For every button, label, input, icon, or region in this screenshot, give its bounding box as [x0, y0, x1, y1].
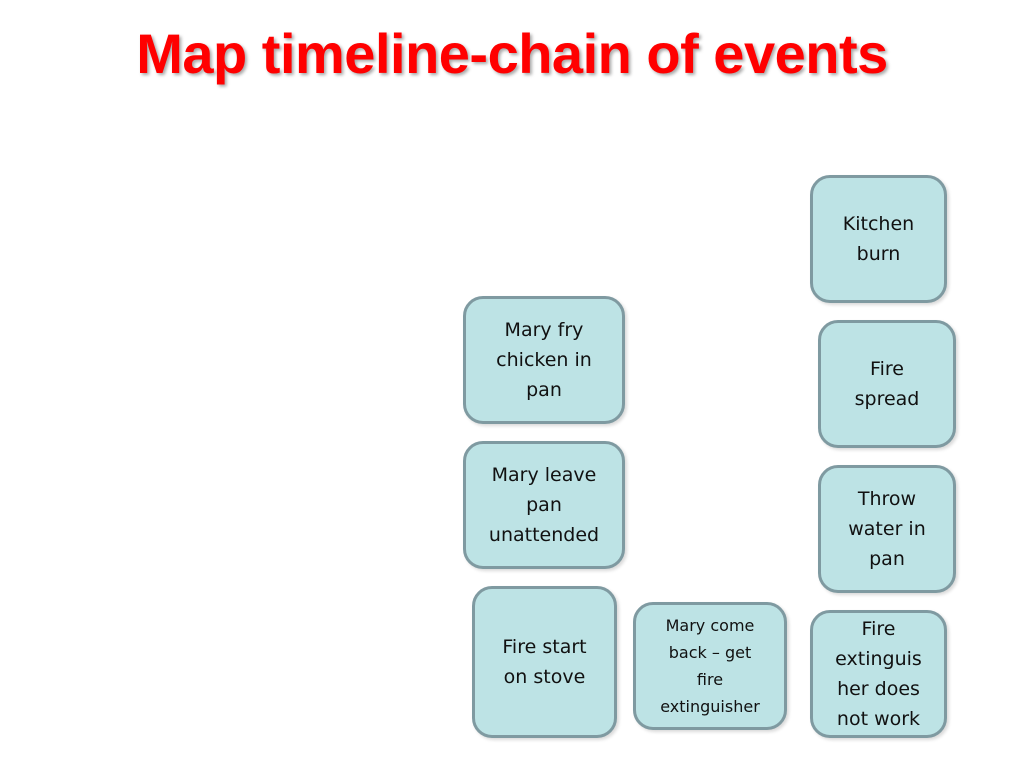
event-line: extinguis	[835, 648, 922, 670]
slide-title: Map timeline-chain of events	[136, 22, 888, 85]
event-line: pan	[526, 379, 562, 401]
event-line: pan	[869, 548, 905, 570]
event-box-mary-fry: Mary fry chicken in pan	[463, 296, 625, 424]
event-box-extinguisher-fail: Fire extinguis her does not work	[810, 610, 947, 738]
event-line: unattended	[488, 524, 600, 546]
event-box-mary-come-back: Mary come back – get fire extinguisher	[633, 602, 787, 730]
event-line: burn	[856, 243, 901, 265]
event-line: Kitchen	[842, 213, 915, 235]
event-line: chicken in	[496, 349, 592, 371]
event-line: Fire	[861, 618, 896, 640]
event-line: Mary leave	[491, 464, 597, 486]
event-text: Mary leave pan unattended	[489, 460, 599, 550]
event-line: not work	[836, 708, 921, 730]
event-line: her does	[837, 678, 920, 700]
event-text: Mary come back – get fire extinguisher	[660, 612, 760, 720]
event-line: extinguisher	[660, 697, 760, 716]
event-text: Fire extinguis her does not work	[835, 614, 922, 734]
event-text: Fire start on stove	[502, 632, 586, 692]
event-box-throw-water: Throw water in pan	[818, 465, 956, 593]
event-box-kitchen-burn: Kitchen burn	[810, 175, 947, 303]
event-line: pan	[526, 494, 562, 516]
event-box-mary-leave: Mary leave pan unattended	[463, 441, 625, 569]
event-text: Throw water in pan	[848, 484, 926, 574]
event-line: on stove	[503, 666, 586, 688]
event-line: Mary fry	[504, 319, 584, 341]
event-text: Kitchen burn	[843, 209, 914, 269]
event-line: spread	[854, 388, 920, 410]
event-line: fire	[696, 670, 724, 689]
event-line: Fire	[870, 358, 904, 380]
event-box-fire-spread: Fire spread	[818, 320, 956, 448]
event-line: Mary come	[665, 616, 755, 635]
event-line: water in	[848, 518, 926, 540]
event-line: Throw	[857, 488, 917, 510]
event-text: Mary fry chicken in pan	[496, 315, 592, 405]
event-box-fire-start: Fire start on stove	[472, 586, 617, 738]
event-line: back – get	[668, 643, 752, 662]
event-text: Fire spread	[855, 354, 920, 414]
event-line: Fire start	[502, 636, 587, 658]
